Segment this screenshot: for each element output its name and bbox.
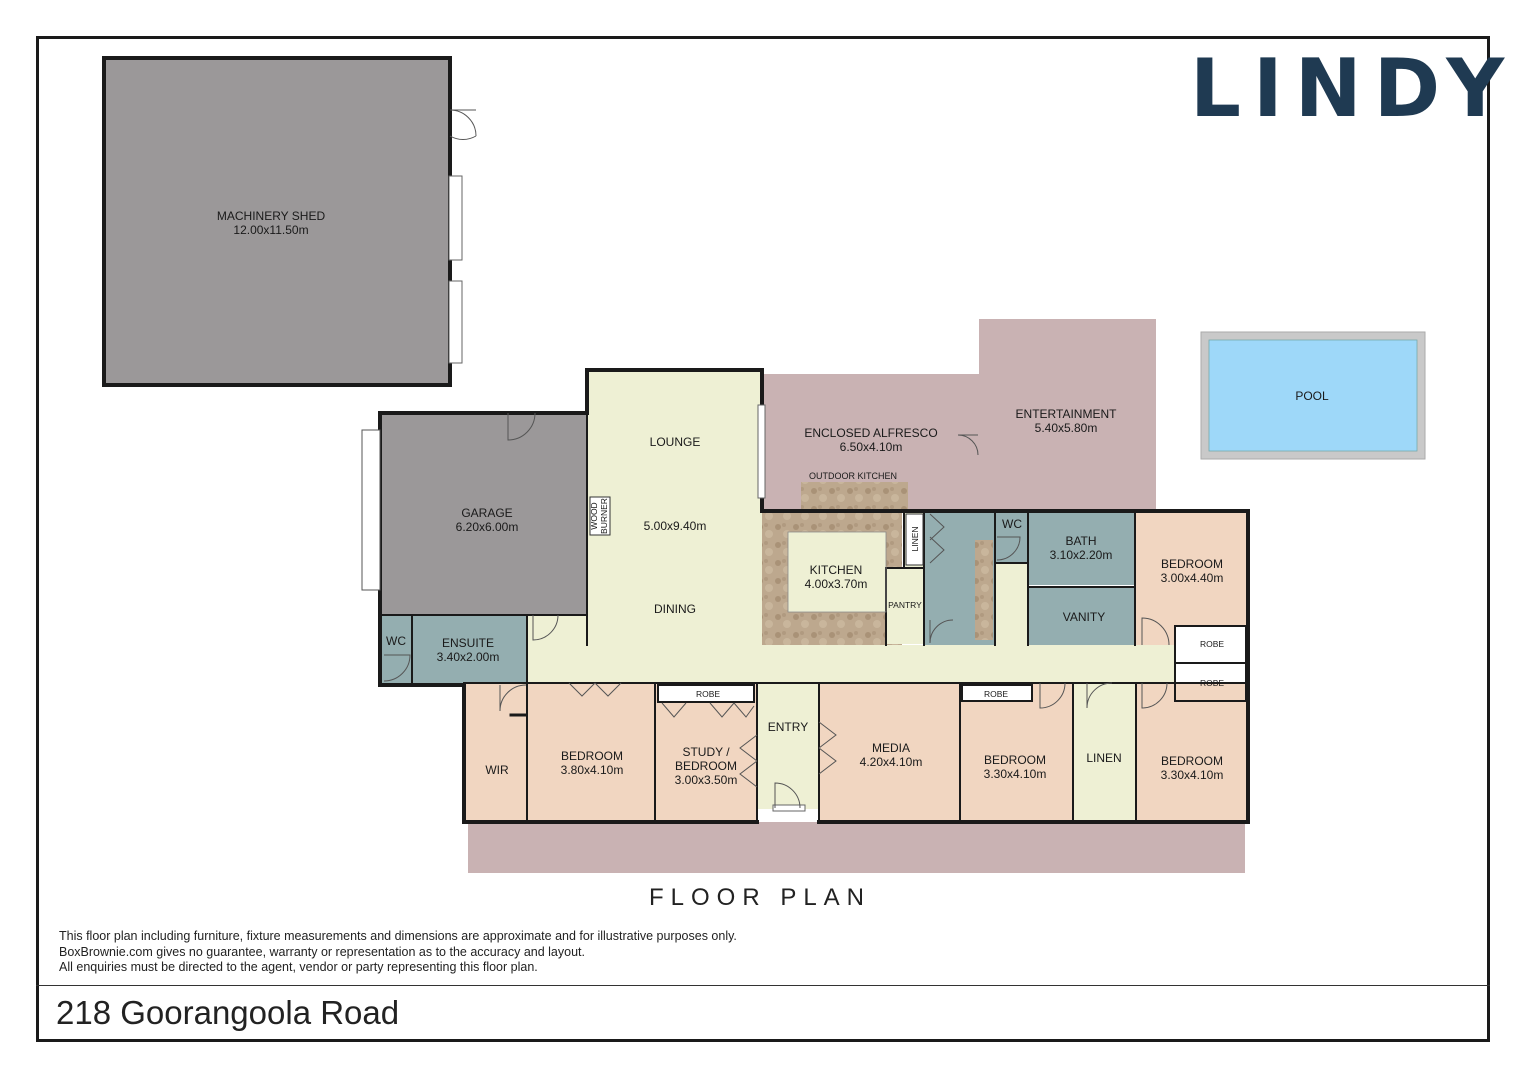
room-fills bbox=[380, 372, 1248, 822]
study-label-line2: BEDROOM bbox=[675, 759, 737, 773]
svg-text:BURNER: BURNER bbox=[599, 498, 609, 534]
wir-label: WIR bbox=[485, 763, 509, 777]
linen-small: LINEN bbox=[905, 513, 924, 566]
machinery-shed bbox=[102, 56, 477, 387]
lounge-label: LOUNGE bbox=[650, 435, 701, 449]
robe-study-label: ROBE bbox=[696, 689, 720, 699]
page-frame bbox=[36, 36, 1490, 1042]
shed-door-2 bbox=[448, 280, 463, 364]
kitchen-size: 4.00x3.70m bbox=[805, 577, 868, 591]
robe-2-label: ROBE bbox=[1200, 678, 1224, 688]
disclaimer: This floor plan including furniture, fix… bbox=[59, 929, 959, 976]
ensuite-size: 3.40x2.00m bbox=[437, 650, 500, 664]
entry-label: ENTRY bbox=[768, 720, 808, 734]
kitchen-label: KITCHEN bbox=[810, 563, 863, 577]
machinery-shed-size: 12.00x11.50m bbox=[233, 223, 308, 237]
entertainment-label: ENTERTAINMENT bbox=[1016, 407, 1118, 421]
bedroom-4-label: BEDROOM bbox=[1161, 754, 1223, 768]
outdoor-kitchen-label: OUTDOOR KITCHEN bbox=[809, 471, 897, 481]
door-swings bbox=[383, 412, 1170, 809]
rear-veranda bbox=[468, 822, 1245, 873]
room-labels: MACHINERY SHED 12.00x11.50m GARAGE 6.20x… bbox=[217, 209, 1329, 787]
wc-top-label: WC bbox=[1002, 517, 1022, 531]
vanity-label: VANITY bbox=[1063, 610, 1105, 624]
outdoor-kitchen-bench bbox=[801, 482, 908, 511]
bedroom-master-size: 3.80x4.10m bbox=[561, 763, 624, 777]
svg-text:WOOD: WOOD bbox=[589, 502, 599, 529]
brand-logo: LINDY bbox=[1190, 42, 1517, 135]
footer-divider bbox=[36, 985, 1490, 986]
disclaimer-line: This floor plan including furniture, fix… bbox=[59, 929, 737, 943]
bedroom-3-size: 3.30x4.10m bbox=[984, 767, 1047, 781]
entertainment-area bbox=[979, 319, 1156, 511]
windows bbox=[361, 404, 806, 812]
pantry-label: PANTRY bbox=[888, 600, 922, 610]
bedroom-4-size: 3.30x4.10m bbox=[1161, 768, 1224, 782]
bath-label: BATH bbox=[1065, 534, 1096, 548]
property-address: 218 Goorangoola Road bbox=[56, 994, 400, 1031]
plan-title: FLOOR PLAN bbox=[648, 884, 872, 911]
wc-left-label: WC bbox=[386, 634, 406, 648]
lounge-dining-size: 5.00x9.40m bbox=[644, 519, 707, 533]
ensuite-label: ENSUITE bbox=[442, 636, 494, 650]
study-size: 3.00x3.50m bbox=[675, 773, 738, 787]
garage-size: 6.20x6.00m bbox=[456, 520, 519, 534]
outdoor-areas bbox=[468, 319, 1426, 873]
bedroom-master-label: BEDROOM bbox=[561, 749, 623, 763]
entertainment-size: 5.40x5.80m bbox=[1035, 421, 1098, 435]
wood-burner: WOOD BURNER bbox=[589, 496, 611, 536]
bedroom-3-label: BEDROOM bbox=[984, 753, 1046, 767]
enclosed-alfresco-label: ENCLOSED ALFRESCO bbox=[804, 426, 937, 440]
bedroom-ne-label: BEDROOM bbox=[1161, 557, 1223, 571]
linen-large-label: LINEN bbox=[1086, 751, 1121, 765]
shed-side-door bbox=[449, 109, 477, 140]
disclaimer-line: All enquiries must be directed to the ag… bbox=[59, 960, 538, 974]
bedroom-ne-size: 3.00x4.40m bbox=[1161, 571, 1224, 585]
media-size: 4.20x4.10m bbox=[860, 755, 923, 769]
dining-label: DINING bbox=[654, 602, 696, 616]
media-label: MEDIA bbox=[872, 741, 910, 755]
bath-size: 3.10x2.20m bbox=[1050, 548, 1113, 562]
enclosed-alfresco-size: 6.50x4.10m bbox=[840, 440, 903, 454]
walls bbox=[378, 368, 1250, 824]
machinery-shed-label: MACHINERY SHED bbox=[217, 209, 326, 223]
shed-door-1 bbox=[448, 175, 463, 261]
robe-3-label: ROBE bbox=[984, 689, 1008, 699]
pool-water bbox=[1208, 339, 1418, 452]
garage-label: GARAGE bbox=[461, 506, 512, 520]
disclaimer-line: BoxBrownie.com gives no guarantee, warra… bbox=[59, 944, 585, 959]
robe-1-label: ROBE bbox=[1200, 639, 1224, 649]
study-label-line1: STUDY / bbox=[682, 745, 730, 759]
svg-text:LINEN: LINEN bbox=[910, 526, 920, 551]
pool-label: POOL bbox=[1295, 389, 1329, 403]
